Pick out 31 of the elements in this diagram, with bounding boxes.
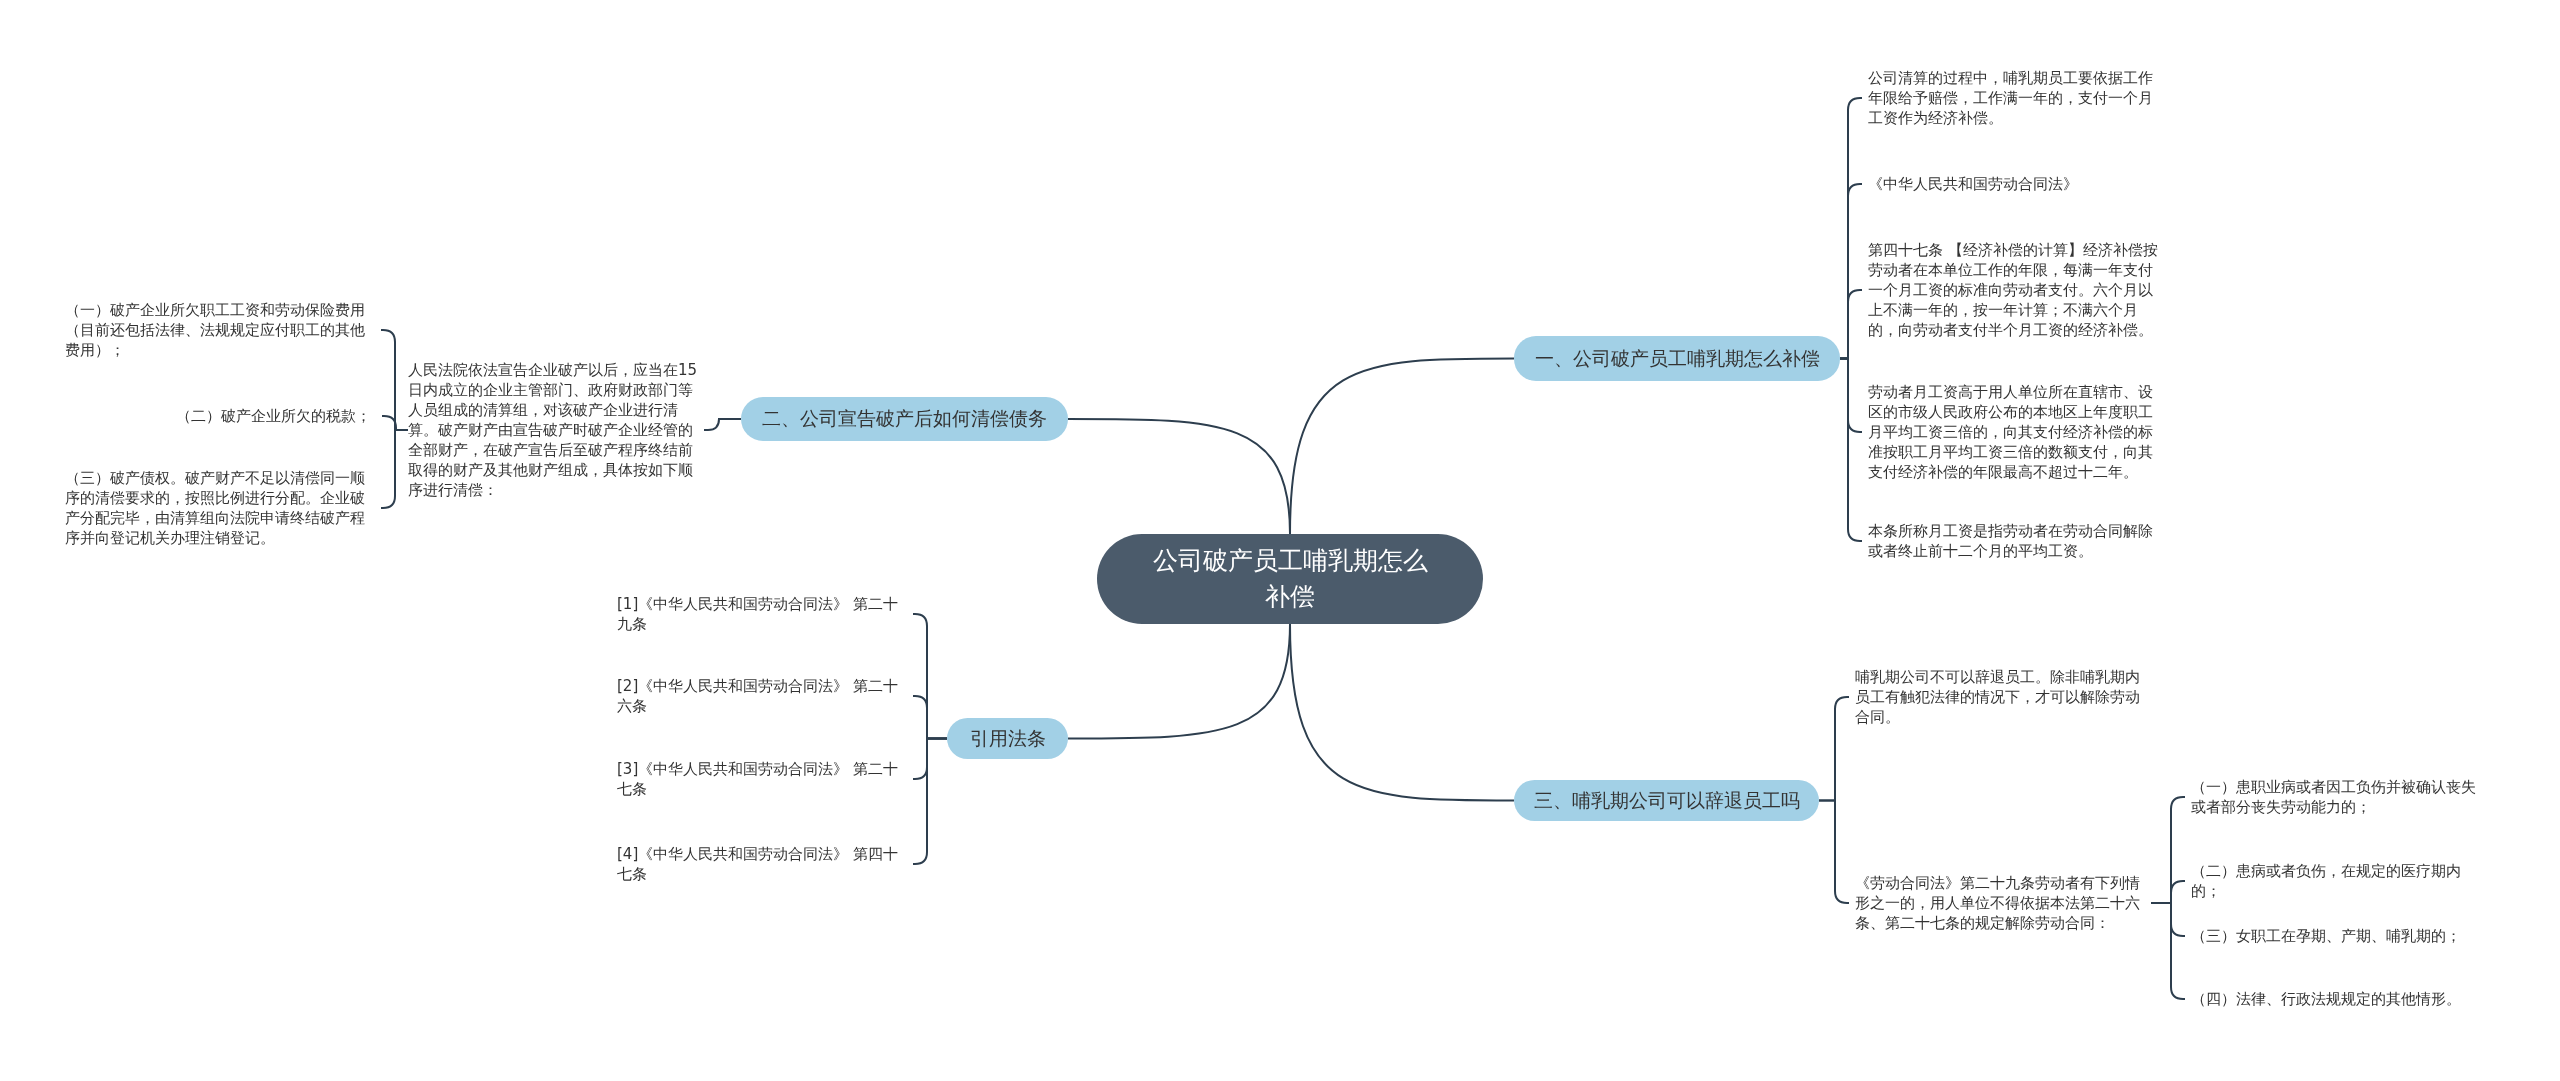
- note-text: 本条所称月工资是指劳动者在劳动合同解除或者终止前十二个月的平均工资。: [1868, 521, 2164, 561]
- connector: [703, 418, 742, 431]
- connector: [1289, 623, 1515, 802]
- branch-pill: 引用法条: [947, 718, 1068, 759]
- branch-pill: 三、哺乳期公司可以辞退员工吗: [1514, 780, 1819, 821]
- note-text: 哺乳期公司不可以辞退员工。除非哺乳期内员工有触犯法律的情况下，才可以解除劳动合同。: [1855, 667, 2151, 727]
- note-text: （一）破产企业所欠职工工资和劳动保险费用（目前还包括法律、法规规定应付职工的其他费用）；: [65, 300, 375, 360]
- note-text: 第四十七条 【经济补偿的计算】经济补偿按劳动者在本单位工作的年限，每满一年支付一个月工资的标准向劳动者支付。六个月以上不满一年的，按一年计算；不满六个月的，向劳动者支付半个月工资的经济补偿。: [1868, 240, 2164, 340]
- note-text: （二）患病或者负伤，在规定的医疗期内的；: [2191, 861, 2487, 901]
- note-text: 《劳动合同法》第二十九条劳动者有下列情形之一的，用人单位不得依据本法第二十六条、第二十七条的规定解除劳动合同：: [1855, 873, 2151, 933]
- note-text: 人民法院依法宣告企业破产以后，应当在15日内成立的企业主管部门、政府财政部门等人员组成的清算组，对该破产企业进行清算。破产财产由宣告破产时破产企业经管的全部财产，在破产宣告后至破产程序终结前取得的财产及其他财产组成，具体按如下顺序进行清偿：: [408, 360, 698, 500]
- note-text: 《中华人民共和国劳动合同法》: [1868, 174, 2164, 194]
- connector: [1067, 418, 1291, 535]
- branch-pill: 二、公司宣告破产后如何清偿债务: [741, 397, 1068, 441]
- topic-pill: 公司破产员工哺乳期怎么补偿: [1097, 534, 1483, 624]
- note-text: （三）女职工在孕期、产期、哺乳期的；: [2191, 926, 2487, 946]
- branch-pill: 一、公司破产员工哺乳期怎么补偿: [1514, 336, 1840, 381]
- note-text: （一）患职业病或者因工负伤并被确认丧失或者部分丧失劳动能力的；: [2191, 777, 2487, 817]
- note-text: （二）破产企业所欠的税款；: [176, 406, 376, 426]
- note-text: 劳动者月工资高于用人单位所在直辖市、设区的市级人民政府公布的本地区上年度职工月平均工资三倍的，向其支付经济补偿的标准按职工月平均工资三倍的数额支付，向其支付经济补偿的年限最高不超过十二年。: [1868, 382, 2164, 482]
- note-text: [4]《中华人民共和国劳动合同法》 第四十七条: [617, 844, 907, 884]
- note-text: （三）破产债权。破产财产不足以清偿同一顺序的清偿要求的，按照比例进行分配。企业破产分配完毕，由清算组向法院申请终结破产程序并向登记机关办理注销登记。: [65, 468, 375, 548]
- note-text: [3]《中华人民共和国劳动合同法》 第二十七条: [617, 759, 907, 799]
- connector: [1839, 357, 1863, 542]
- connector: [1818, 799, 1850, 904]
- connector: [380, 429, 409, 509]
- note-text: （四）法律、行政法规规定的其他情形。: [2191, 989, 2487, 1009]
- note-text: [1]《中华人民共和国劳动合同法》 第二十九条: [617, 594, 907, 634]
- note-text: [2]《中华人民共和国劳动合同法》 第二十六条: [617, 676, 907, 716]
- connector: [912, 737, 948, 865]
- note-text: 公司清算的过程中，哺乳期员工要依据工作年限给予赔偿，工作满一年的，支付一个月工资作为经济补偿。: [1868, 68, 2164, 128]
